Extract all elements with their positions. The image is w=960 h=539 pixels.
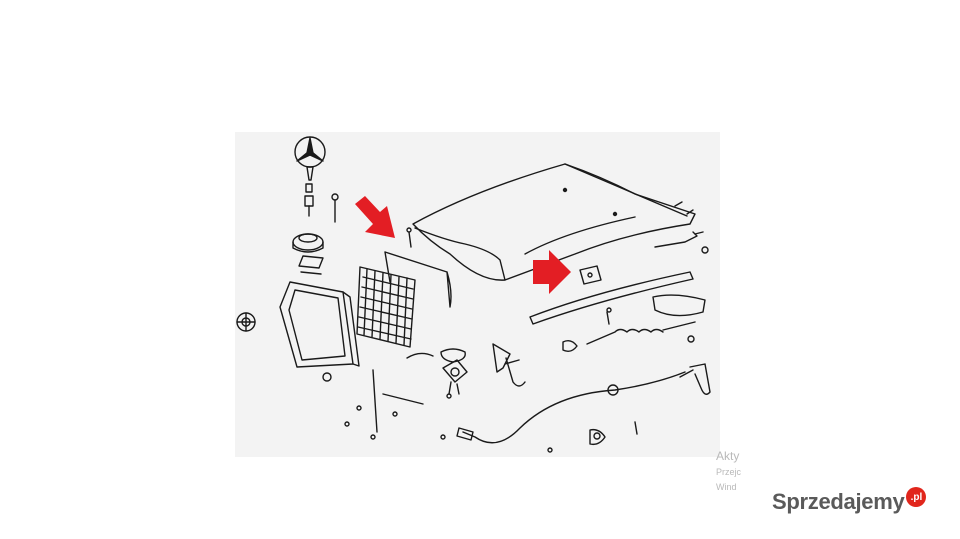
radiator-grille-icon (279, 255, 360, 382)
hood-hinge-icon (654, 231, 709, 254)
front-emblem-icon (236, 312, 256, 332)
activation-overlay-title: Akty (716, 449, 740, 463)
hood-icon (412, 163, 696, 281)
site-watermark: Sprzedajemy .pl (772, 487, 927, 515)
grille-seal-icon (384, 227, 452, 359)
latch-cable-icon (440, 363, 711, 453)
hood-spring-icon (562, 307, 696, 353)
activation-overlay-line: Przejc (716, 467, 742, 477)
hood-latch-icon (442, 357, 526, 399)
activation-overlay-line: Wind (716, 482, 737, 492)
hood-seal-strip-icon (529, 271, 706, 325)
mercedes-star-emblem-icon (292, 136, 339, 253)
hood-lock-plate-icon (440, 265, 602, 373)
support-rod-icon (344, 369, 424, 440)
watermark-text: Sprzedajemy (772, 489, 905, 514)
red-arrow-icon (355, 196, 395, 238)
grille-mesh-icon (356, 266, 416, 348)
hood-parts-diagram (235, 132, 720, 457)
watermark-badge: .pl (906, 487, 927, 507)
red-arrow-icon (533, 250, 571, 294)
